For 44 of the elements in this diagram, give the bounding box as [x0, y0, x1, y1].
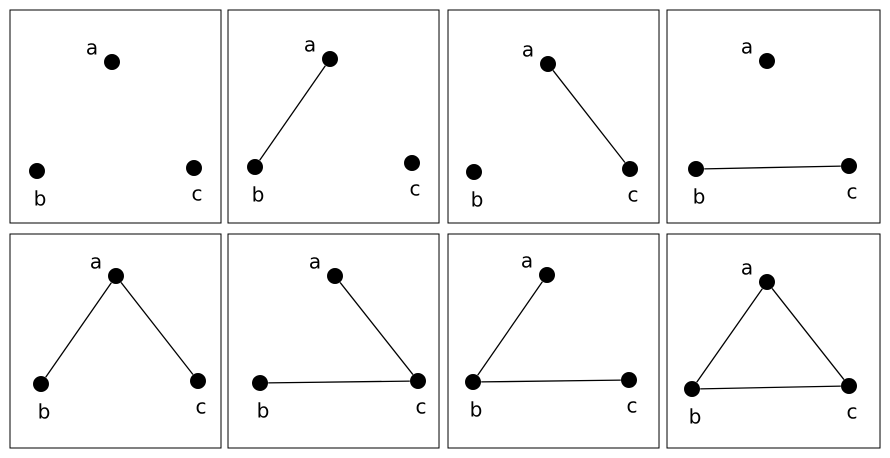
point-label: a	[742, 263, 752, 275]
point-label: c	[416, 402, 426, 414]
point-label: b	[35, 190, 46, 206]
panel-frame	[666, 234, 880, 448]
point-label: c	[848, 407, 856, 419]
point-label: a	[305, 40, 314, 52]
edge-line	[340, 282, 414, 375]
point-label: a	[523, 45, 532, 57]
point-label: b	[471, 401, 482, 417]
panel-frame	[228, 234, 440, 448]
panel-frame	[448, 234, 660, 448]
point-label: c	[192, 189, 202, 201]
point-label: c	[848, 187, 856, 199]
point-label: c	[196, 402, 206, 414]
panel-frame	[228, 10, 440, 224]
edge-line	[45, 282, 112, 378]
panel-frame	[666, 10, 880, 224]
edge-line	[120, 282, 194, 375]
point-label: a	[742, 42, 752, 54]
point-label: b	[694, 188, 704, 204]
point-label: a	[91, 257, 100, 269]
point-label: b	[253, 186, 264, 202]
point-label: a	[522, 256, 532, 268]
edge-line	[477, 281, 543, 376]
edge-line	[700, 386, 841, 390]
edge-line	[704, 166, 841, 170]
edge-line	[772, 288, 844, 380]
panel-frame	[10, 10, 222, 224]
panel-frame	[10, 234, 222, 448]
edge-line	[552, 70, 626, 163]
edge-line	[259, 65, 326, 161]
panel-frame	[448, 10, 660, 224]
point-label: c	[628, 190, 638, 202]
point-label: a	[87, 43, 96, 55]
point-label: c	[628, 401, 636, 413]
point-label: b	[690, 408, 700, 424]
edge-line	[696, 288, 763, 383]
point-label: b	[472, 191, 482, 207]
point-label: b	[258, 402, 268, 418]
edge-line	[481, 379, 621, 383]
point-label: c	[410, 184, 420, 196]
edge-line	[268, 380, 410, 384]
point-label: b	[39, 403, 50, 419]
point-label: a	[310, 257, 320, 269]
